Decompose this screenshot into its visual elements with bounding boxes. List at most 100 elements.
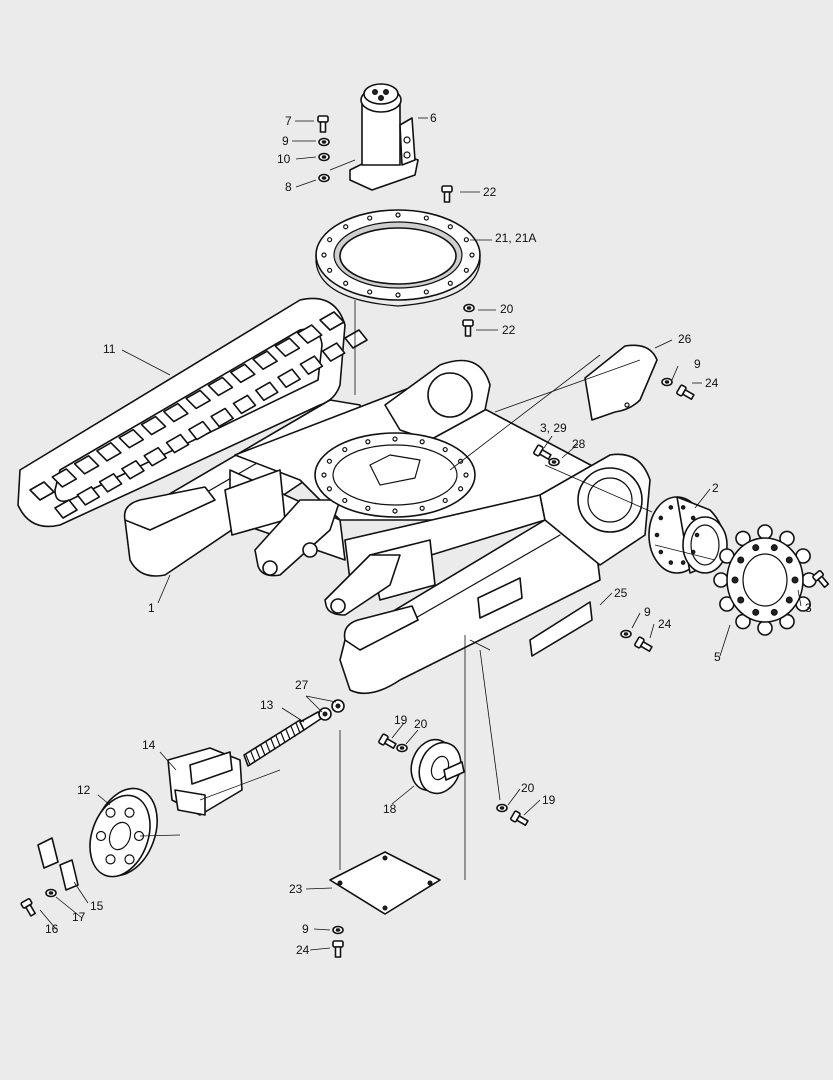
bolt-hole (442, 446, 448, 453)
bolt (317, 115, 329, 133)
bolt-head (690, 549, 696, 555)
bolt-head (658, 549, 664, 555)
callout-5: 5 (714, 650, 721, 664)
track-lug (143, 446, 168, 467)
leader-line (671, 365, 679, 381)
bolt-head (668, 560, 674, 565)
bolt-hole (365, 439, 371, 445)
bolt-hole (321, 252, 327, 258)
leader-line (544, 464, 653, 513)
callout-18: 18 (383, 802, 397, 816)
sprocket-hole (752, 544, 760, 552)
bolt-hole (463, 472, 469, 478)
callout-12: 12 (77, 783, 91, 797)
leader-line (305, 695, 337, 703)
callout-9: 9 (644, 605, 651, 619)
bolt-hole (463, 237, 469, 243)
leader-line (523, 799, 541, 816)
cover-part (584, 344, 658, 421)
track-lug (76, 486, 101, 506)
bolt (378, 733, 397, 749)
track-lug (96, 441, 122, 462)
spring-coil (260, 744, 266, 757)
bolt-hole (367, 289, 373, 295)
bolt-hole (327, 237, 333, 243)
bolt (441, 185, 453, 203)
callout-13: 13 (260, 698, 274, 712)
sprocket-hole (791, 576, 799, 584)
leader-line (631, 612, 641, 629)
bolt-hole (463, 267, 469, 273)
callout-24: 24 (658, 617, 672, 631)
leader-line (719, 624, 731, 657)
bolt-head (680, 560, 686, 565)
callout-9: 9 (302, 922, 309, 936)
track-lug (319, 311, 345, 331)
leader-line (295, 156, 317, 160)
callout-9: 9 (694, 357, 701, 371)
hardware-parts (20, 115, 830, 958)
bolt-hole (392, 508, 398, 514)
bolt-hole (447, 280, 453, 286)
leader-lines (39, 117, 802, 951)
sprocket-part (713, 524, 817, 636)
bolt-hole (457, 458, 464, 464)
rotary-joint-part (349, 83, 419, 191)
callout-3-29: 3, 29 (540, 421, 567, 435)
track-lug (344, 329, 368, 349)
spring-coil (270, 738, 276, 750)
bolt-head (668, 505, 674, 510)
leader-line (391, 722, 405, 739)
track-lug (254, 381, 279, 402)
idler-hole (95, 830, 107, 842)
leader-line (694, 488, 711, 509)
callout-3: 3 (805, 601, 812, 615)
callout-20: 20 (521, 781, 535, 795)
sprocket-tooth (757, 620, 773, 636)
callout-23: 23 (289, 882, 303, 896)
callout-6: 6 (430, 111, 437, 125)
spring-coil (295, 722, 301, 734)
bolt-hole (423, 289, 429, 295)
track-lug (229, 363, 256, 384)
spring-coil (285, 728, 291, 741)
track-lug (165, 433, 190, 454)
callout-labels: 6 7 9 10 8 22 21, 21A 20 22 11 26 9 24 3… (45, 111, 812, 957)
bolt-hole (342, 446, 348, 453)
sprocket-hole (752, 608, 760, 616)
leader-line (654, 544, 716, 561)
callout-17: 17 (72, 910, 86, 924)
sprocket-hole (770, 608, 778, 616)
track-lug (98, 473, 123, 493)
leader-line (305, 695, 323, 713)
travel-motor-part (648, 496, 728, 574)
spring-coil (250, 751, 256, 763)
track-lug (73, 455, 100, 475)
bolt-hole (419, 505, 425, 511)
leader-line (391, 785, 415, 805)
bolt-hole (326, 486, 333, 492)
track-lug (207, 376, 234, 397)
track-lug (188, 420, 212, 441)
callout-7: 7 (285, 114, 292, 128)
leader-line (797, 589, 802, 607)
bolt-hole (423, 215, 429, 221)
track-lug (29, 481, 55, 501)
callout-21-21a: 21, 21A (495, 231, 536, 245)
callout-27: 27 (295, 678, 309, 692)
leader-line (157, 574, 171, 604)
callout-2: 2 (712, 481, 719, 495)
bolt-hole (342, 497, 348, 504)
bolt-hole (419, 439, 425, 445)
leader-line (649, 623, 655, 639)
track-lug (54, 499, 78, 519)
idler-part (89, 787, 158, 878)
leader-line (55, 896, 83, 919)
bolt-hole (343, 280, 349, 286)
track-lug (118, 428, 145, 449)
callout-24: 24 (705, 376, 719, 390)
spring-coil (245, 754, 251, 766)
leader-line (494, 359, 641, 413)
bolt-hole (447, 224, 453, 230)
leader-line (561, 443, 579, 459)
